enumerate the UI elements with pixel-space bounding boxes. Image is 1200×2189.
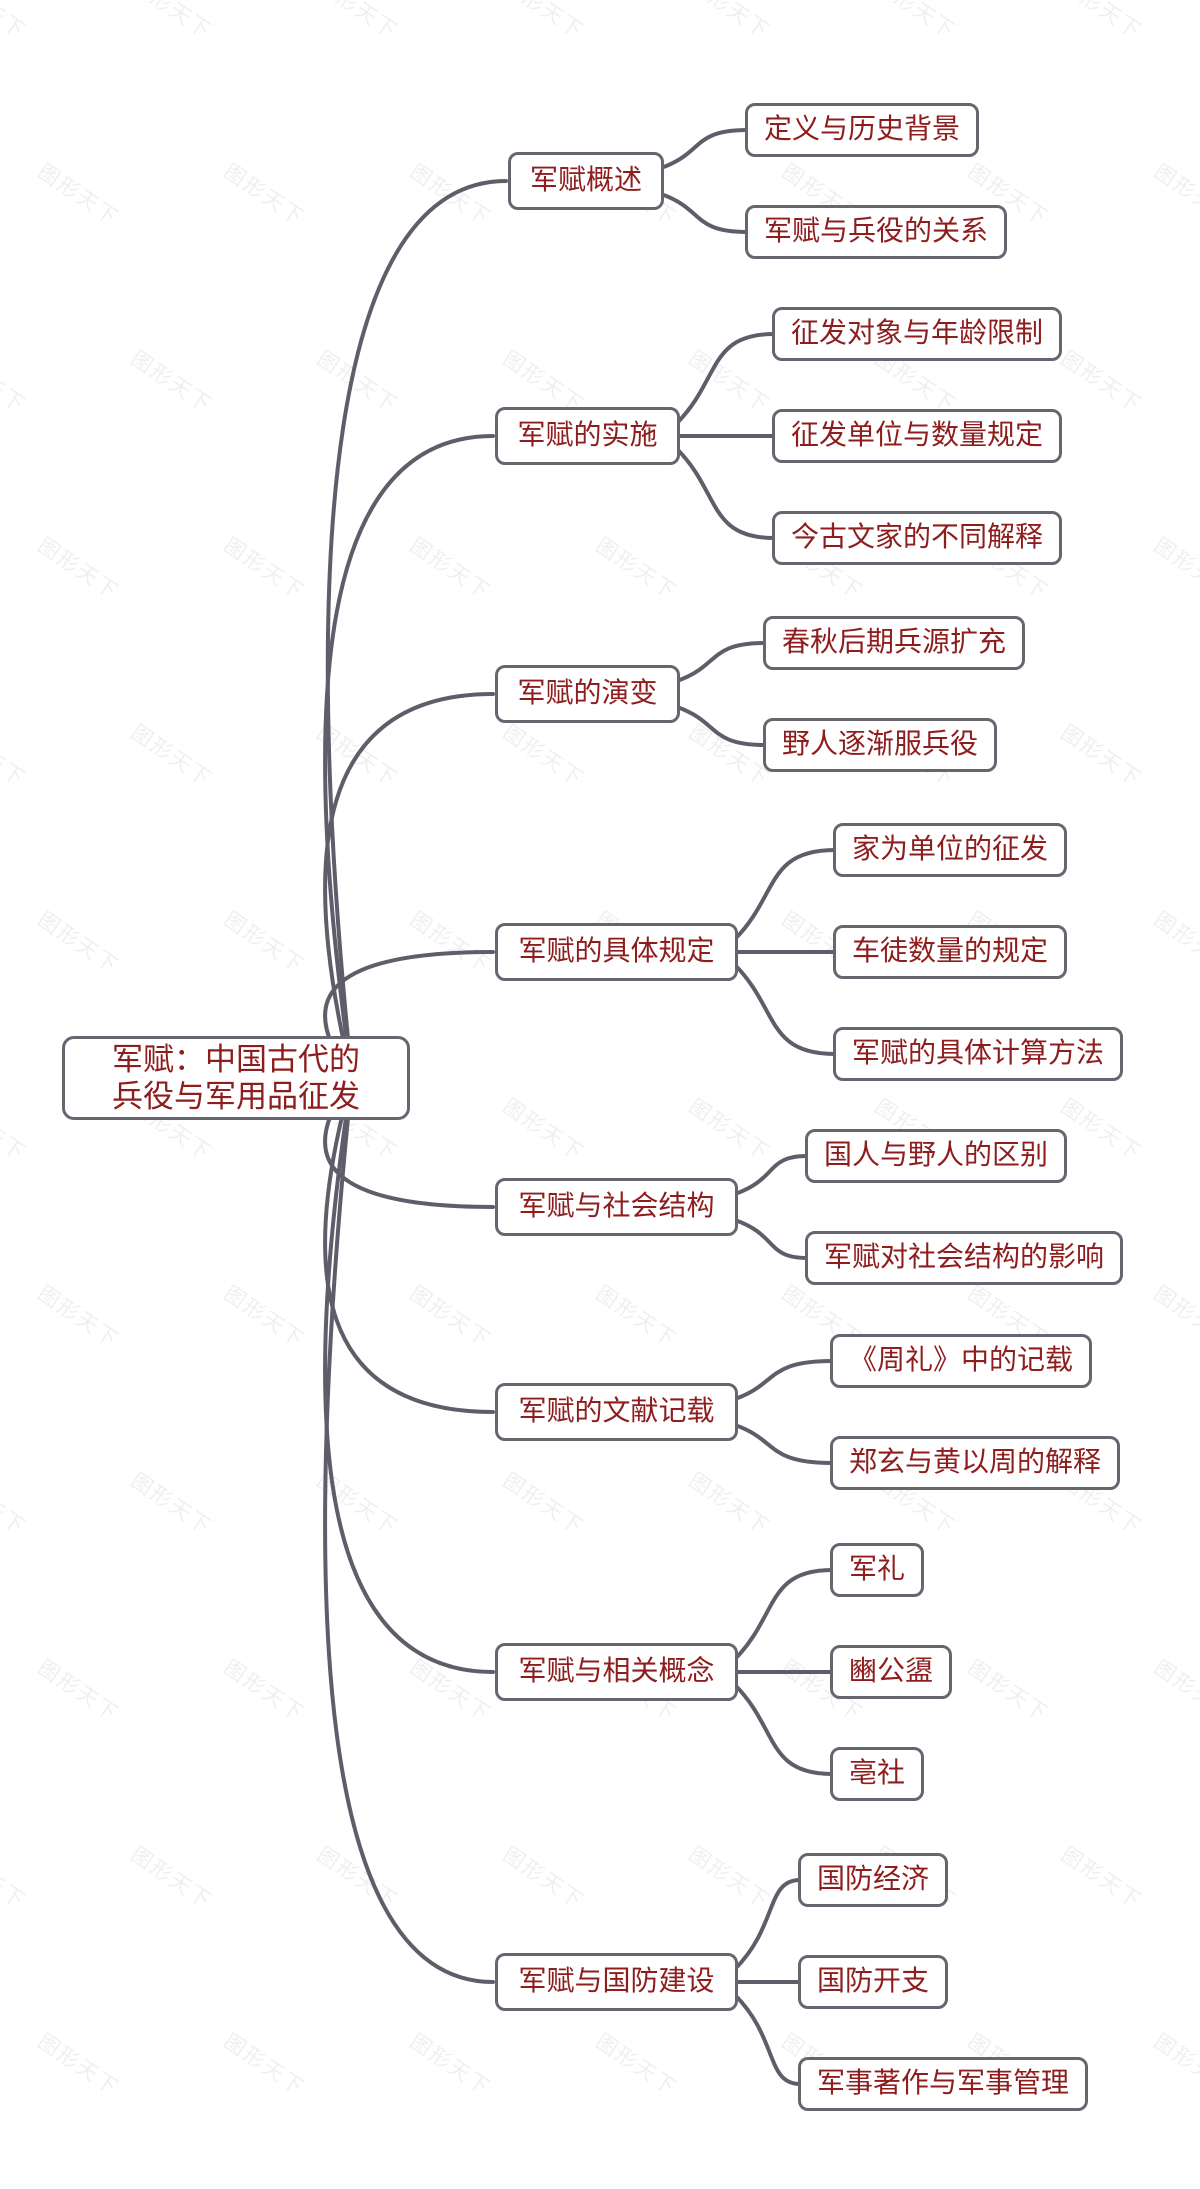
child-node[interactable]: 郑玄与黄以周的解释 [830, 1436, 1121, 1490]
child-node[interactable]: 国人与野人的区别 [805, 1129, 1068, 1183]
root-label-line2: 兵役与军用品征发 [112, 1079, 360, 1114]
child-node[interactable]: 征发单位与数量规定 [772, 409, 1063, 463]
branch-node[interactable]: 军赋与相关概念 [495, 1643, 738, 1701]
child-node[interactable]: 军事著作与军事管理 [798, 2057, 1089, 2111]
child-node[interactable]: 军赋与兵役的关系 [745, 205, 1008, 259]
branch-child-connector [733, 1878, 802, 1971]
branch-node[interactable]: 军赋的具体规定 [495, 923, 738, 981]
root-branch-connector [323, 692, 495, 1080]
branch-node[interactable]: 军赋的演变 [495, 665, 680, 723]
branch-child-connector [733, 1359, 834, 1401]
branch-child-connector [733, 963, 837, 1056]
branch-child-connector [733, 1683, 834, 1776]
branch-child-connector [659, 192, 749, 234]
branch-child-connector [675, 447, 776, 540]
root-branch-connector [323, 1076, 495, 1984]
root-branch-connector [323, 1076, 495, 1674]
child-node[interactable]: 豳公盨 [830, 1645, 953, 1699]
branch-child-connector [733, 1218, 809, 1260]
child-node[interactable]: 野人逐渐服兵役 [763, 718, 998, 772]
branch-child-connector [733, 1993, 802, 2086]
branch-child-connector [733, 1154, 809, 1196]
root-branch-connector [325, 179, 508, 1080]
child-node[interactable]: 车徒数量的规定 [833, 925, 1068, 979]
child-node[interactable]: 军赋对社会结构的影响 [805, 1231, 1124, 1285]
branch-child-connector [659, 128, 749, 170]
branch-child-connector [675, 641, 767, 683]
child-node[interactable]: 亳社 [830, 1747, 925, 1801]
child-node[interactable]: 《周礼》中的记载 [830, 1334, 1093, 1388]
root-branch-connector [323, 434, 495, 1080]
branch-node[interactable]: 军赋与国防建设 [495, 1953, 738, 2011]
branch-node[interactable]: 军赋概述 [508, 152, 664, 210]
branch-node[interactable]: 军赋的实施 [495, 407, 680, 465]
child-node[interactable]: 征发对象与年龄限制 [772, 307, 1063, 361]
child-node[interactable]: 军赋的具体计算方法 [833, 1027, 1124, 1081]
child-node[interactable]: 国防开支 [798, 1955, 949, 2009]
branch-child-connector [675, 705, 767, 747]
branch-child-connector [733, 1568, 834, 1661]
child-node[interactable]: 今古文家的不同解释 [772, 511, 1063, 565]
branch-child-connector [675, 332, 776, 425]
branch-node[interactable]: 军赋的文献记载 [495, 1383, 738, 1441]
root-branch-connector [323, 1076, 495, 1414]
branch-node[interactable]: 军赋与社会结构 [495, 1178, 738, 1236]
child-node[interactable]: 国防经济 [798, 1853, 949, 1907]
child-node[interactable]: 军礼 [830, 1543, 925, 1597]
branch-child-connector [733, 848, 837, 941]
child-node[interactable]: 定义与历史背景 [745, 103, 980, 157]
root-label-line1: 军赋：中国古代的 [112, 1042, 360, 1077]
child-node[interactable]: 春秋后期兵源扩充 [763, 616, 1026, 670]
root-node[interactable]: 军赋：中国古代的 兵役与军用品征发 [62, 1036, 410, 1120]
branch-child-connector [733, 1423, 834, 1465]
child-node[interactable]: 家为单位的征发 [833, 823, 1068, 877]
